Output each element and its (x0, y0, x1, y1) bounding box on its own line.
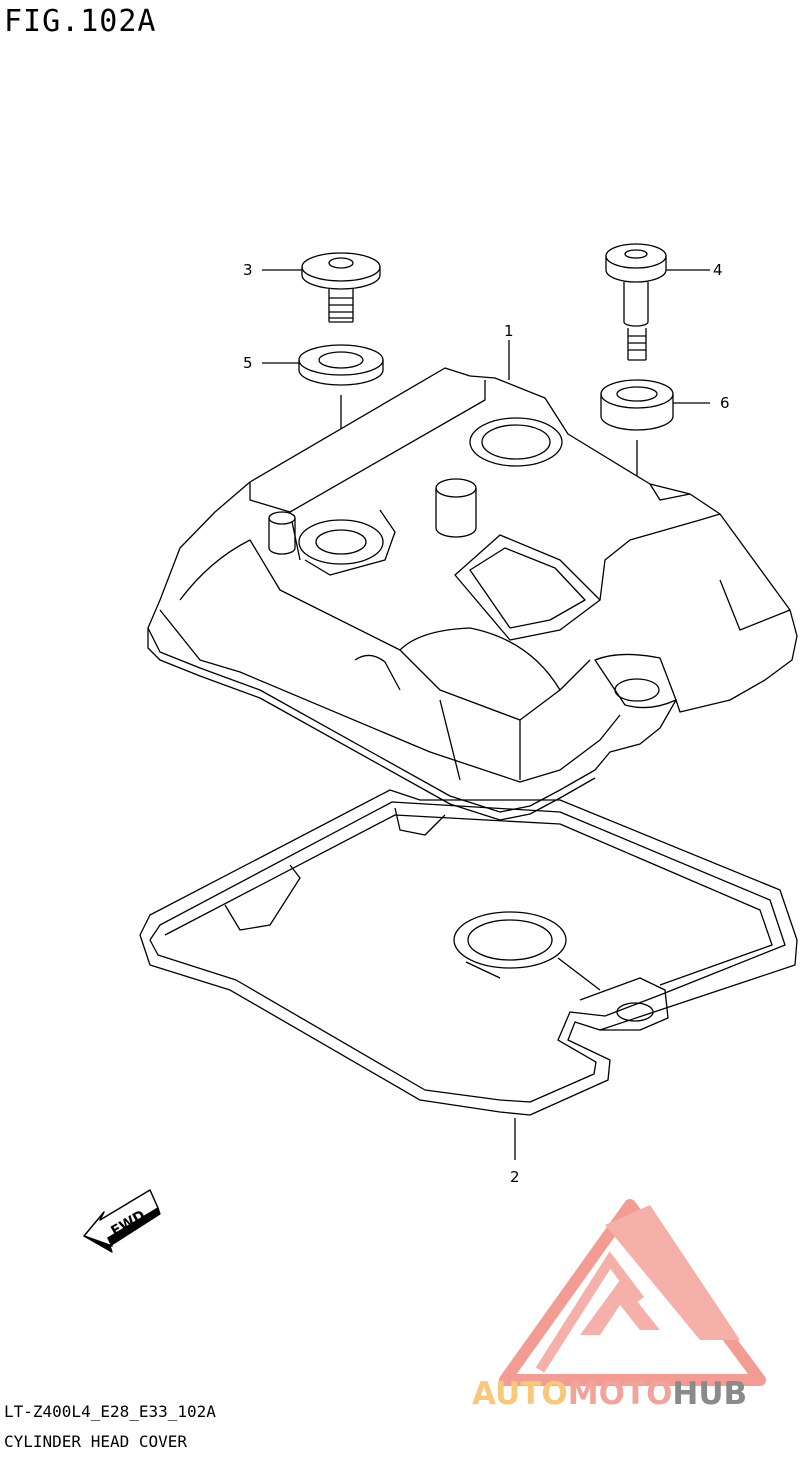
gasket-part-2 (139, 789, 798, 1116)
seal-washer-part-5 (298, 344, 384, 386)
watermark-logo-icon (499, 1199, 766, 1386)
figure-caption: CYLINDER HEAD COVER (4, 1432, 188, 1451)
fwd-arrow-icon (83, 1189, 161, 1253)
bolt-part-3 (301, 252, 381, 323)
cylinder-head-cover-part-1 (147, 367, 798, 821)
grommet-part-6 (600, 379, 674, 431)
callout-2: 2 (510, 1168, 520, 1186)
callout-1: 1 (504, 322, 514, 340)
callout-3: 3 (243, 261, 253, 279)
watermark-text: AUTOMOTOHUB (472, 1376, 748, 1412)
callout-5: 5 (243, 354, 253, 372)
bolt-part-4 (605, 243, 667, 361)
model-code: LT-Z400L4_E28_E33_102A (4, 1402, 216, 1421)
figure-label: FIG.102A (4, 4, 157, 39)
callout-4: 4 (713, 261, 723, 279)
callout-6: 6 (720, 394, 730, 412)
